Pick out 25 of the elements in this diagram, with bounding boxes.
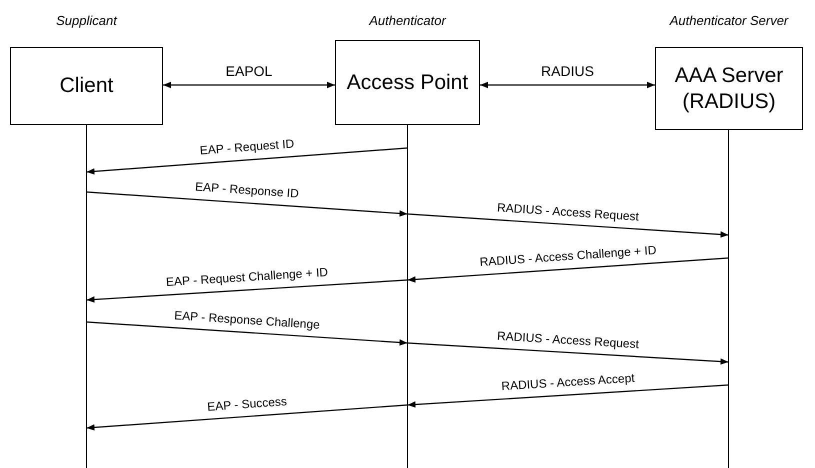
arrow bbox=[407, 257, 729, 283]
edge-label: RADIUS bbox=[539, 64, 596, 78]
entity-name: Client bbox=[60, 73, 114, 99]
arrow bbox=[407, 384, 729, 408]
lifeline bbox=[86, 125, 87, 468]
lifeline bbox=[407, 125, 408, 468]
arrow bbox=[407, 342, 729, 365]
lifeline bbox=[728, 130, 729, 468]
arrow bbox=[86, 404, 408, 431]
role-label: Authenticator bbox=[369, 12, 446, 30]
entity-name: AAA Server (RADIUS) bbox=[674, 62, 784, 114]
arrow bbox=[480, 82, 655, 88]
arrow bbox=[86, 147, 408, 175]
role-label: Supplicant bbox=[56, 12, 117, 30]
edge-label: EAPOL bbox=[224, 64, 274, 78]
arrow bbox=[86, 191, 408, 217]
role-label: Authenticator Server bbox=[670, 12, 788, 30]
entity-box bbox=[655, 47, 803, 130]
entity-box bbox=[335, 40, 480, 125]
arrow bbox=[86, 321, 408, 346]
arrow bbox=[407, 213, 729, 238]
arrow bbox=[163, 82, 335, 88]
entity-name: Access Point bbox=[346, 70, 468, 96]
arrow bbox=[86, 279, 408, 303]
entity-box bbox=[10, 47, 163, 125]
